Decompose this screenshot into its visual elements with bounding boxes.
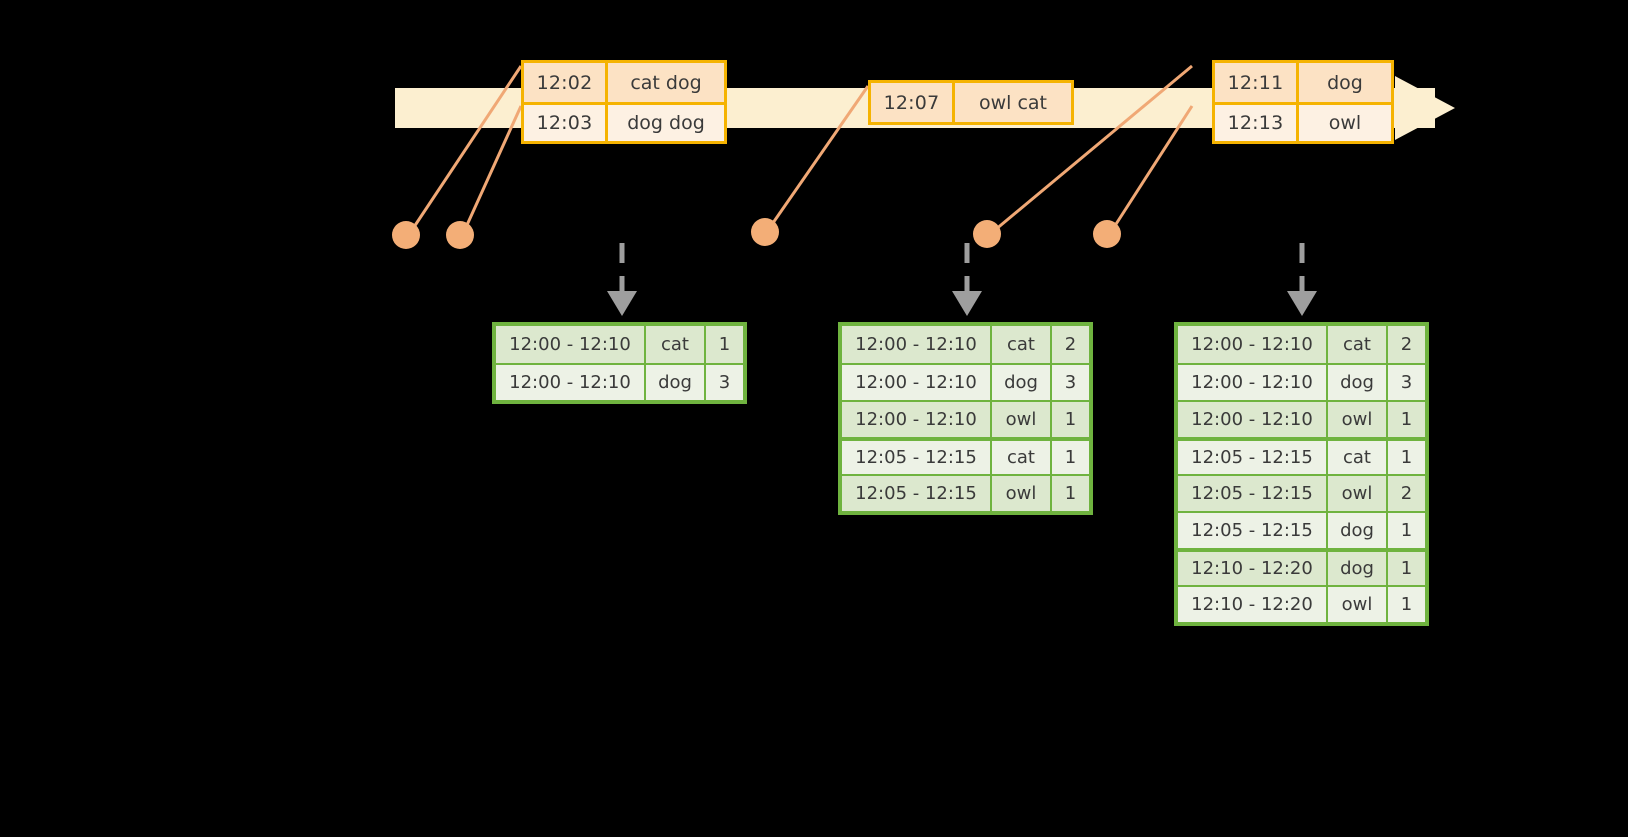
cell-count: 1 [1388,587,1425,622]
cell-word: cat [1328,326,1388,363]
timeline-event-row[interactable]: 12:02 cat dog [524,63,724,102]
cell-count: 3 [1388,365,1425,400]
cell-word: dog [646,365,706,400]
cell-count: 2 [1388,326,1425,363]
cell-window: 12:10 - 12:20 [1178,587,1328,622]
event-dot-1 [392,221,420,249]
timeline-event-group-2[interactable]: 12:07 owl cat [868,80,1074,125]
cell-count: 1 [1388,552,1425,585]
event-dot-4 [973,220,1001,248]
cell-count: 1 [1052,402,1089,437]
timeline-event-row[interactable]: 12:03 dog dog [524,102,724,141]
cell-window: 12:05 - 12:15 [842,476,992,511]
connector-line-1 [406,65,523,237]
event-dot-5 [1093,220,1121,248]
connector-line-2 [460,105,523,237]
cell-word: dog [1328,513,1388,548]
event-words: cat dog [630,71,702,94]
cell-count: 3 [706,365,743,400]
emit-arrows [619,243,1305,294]
cell-window: 12:00 - 12:10 [496,326,646,363]
timeline-event-group-1[interactable]: 12:02 cat dog 12:03 dog dog [521,60,727,144]
cell-count: 2 [1388,476,1425,511]
cell-word: cat [992,441,1052,474]
cell-word: owl [992,476,1052,511]
event-dot-2 [446,221,474,249]
cell-window: 12:05 - 12:15 [1178,441,1328,474]
timeline-event-row[interactable]: 12:13 owl [1215,102,1391,141]
cell-window: 12:00 - 12:10 [842,402,992,437]
event-time: 12:11 [1215,63,1299,102]
event-words: dog [1327,71,1363,94]
timeline-event-row[interactable]: 12:11 dog [1215,63,1391,102]
cell-window: 12:00 - 12:10 [1178,402,1328,437]
cell-word: owl [1328,402,1388,437]
cell-count: 1 [706,326,743,363]
cell-window: 12:00 - 12:10 [842,326,992,363]
event-words: owl [1328,112,1362,134]
cell-word: dog [1328,552,1388,585]
cell-word: cat [646,326,706,363]
timeline-event-group-3[interactable]: 12:11 dog 12:13 owl [1212,60,1394,144]
event-time: 12:02 [524,63,608,102]
cell-count: 1 [1388,441,1425,474]
event-dots [392,218,1121,249]
connector-line-5 [1107,105,1194,236]
emit-arrow-heads [607,291,1317,316]
cell-window: 12:05 - 12:15 [1178,476,1328,511]
cell-window: 12:00 - 12:10 [496,365,646,400]
connector-line-3 [764,85,870,234]
cell-count: 2 [1052,326,1089,363]
cell-count: 1 [1388,513,1425,548]
cell-window: 12:05 - 12:15 [1178,513,1328,548]
event-words: dog dog [627,112,705,134]
cell-window: 12:00 - 12:10 [1178,326,1328,363]
timeline-event-row[interactable]: 12:07 owl cat [871,83,1071,122]
event-time: 12:07 [871,83,955,122]
cell-word: dog [1328,365,1388,400]
cell-word: cat [992,326,1052,363]
event-dot-3 [751,218,779,246]
cell-count: 1 [1388,402,1425,437]
event-time: 12:13 [1215,105,1299,141]
cell-window: 12:00 - 12:10 [1178,365,1328,400]
cell-word: owl [1328,476,1388,511]
cell-word: owl [1328,587,1388,622]
event-time: 12:03 [524,105,608,141]
cell-word: owl [992,402,1052,437]
cell-count: 3 [1052,365,1089,400]
cell-window: 12:00 - 12:10 [842,365,992,400]
cell-window: 12:05 - 12:15 [842,441,992,474]
cell-word: cat [1328,441,1388,474]
cell-word: dog [992,365,1052,400]
cell-count: 1 [1052,476,1089,511]
cell-window: 12:10 - 12:20 [1178,552,1328,585]
event-words: owl cat [978,91,1048,114]
cell-count: 1 [1052,441,1089,474]
